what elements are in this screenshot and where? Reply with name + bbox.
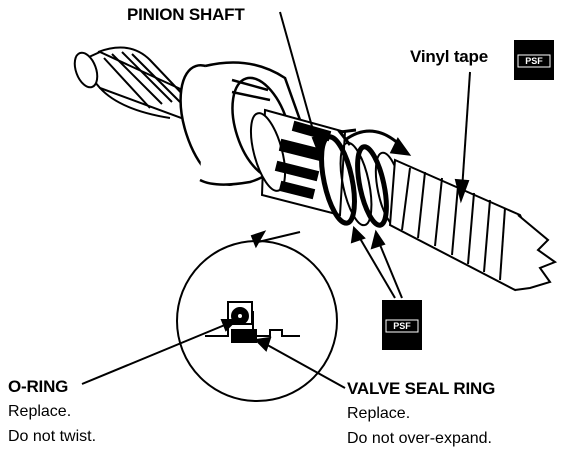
- detail-magnifier: [176, 240, 338, 402]
- vinyl-tape-wrap: [388, 158, 558, 292]
- o-ring-note-2: Do not twist.: [8, 428, 97, 445]
- valve-seal-ring-note-2: Do not over-expand.: [347, 430, 492, 447]
- rotation-arrows-icon: [337, 128, 412, 156]
- valve-seal-ring-title: VALVE SEAL RING: [347, 379, 496, 398]
- leader-lines: [81, 11, 471, 389]
- o-ring-note-1: Replace.: [8, 403, 72, 420]
- svg-text:PSF: PSF: [525, 56, 543, 66]
- o-ring-title: O-RING: [8, 377, 69, 396]
- valve-seal-ring-note-1: Replace.: [347, 405, 411, 422]
- psf-fluid-icon: PSF: [382, 300, 422, 350]
- vinyl-tape-label: Vinyl tape: [410, 47, 488, 66]
- pinion-shaft-label: PINION SHAFT: [127, 5, 245, 24]
- svg-text:PSF: PSF: [393, 321, 411, 331]
- gear-end: [73, 46, 202, 124]
- psf-fluid-icon: PSF: [514, 40, 554, 80]
